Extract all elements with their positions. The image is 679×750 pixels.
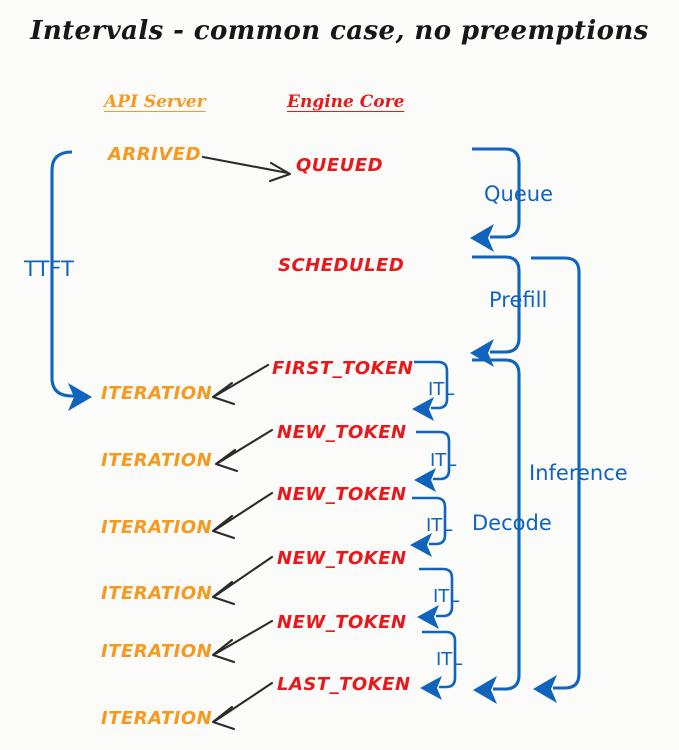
state-iteration-4: ITERATION bbox=[101, 583, 213, 604]
state-arrived: ARRIVED bbox=[108, 144, 202, 165]
state-iteration-5: ITERATION bbox=[101, 641, 213, 662]
arrow-new-token-to-iteration-4 bbox=[211, 619, 274, 664]
state-new-token-1: NEW_TOKEN bbox=[277, 422, 407, 443]
interval-label-itl-4: ITL bbox=[433, 586, 460, 607]
interval-label-inference: Inference bbox=[529, 461, 628, 485]
state-new-token-4: NEW_TOKEN bbox=[277, 612, 407, 633]
interval-label-ttft: TTFT bbox=[24, 257, 74, 281]
interval-label-prefill: Prefill bbox=[489, 288, 548, 312]
state-iteration-2: ITERATION bbox=[101, 450, 213, 471]
interval-label-queue: Queue bbox=[484, 182, 553, 206]
state-first-token: FIRST_TOKEN bbox=[272, 358, 414, 379]
arrow-new-token-to-iteration-2 bbox=[211, 491, 274, 540]
bracket-ttft bbox=[50, 150, 92, 411]
bracket-prefill bbox=[470, 255, 521, 367]
arrow-new-token-to-iteration-1 bbox=[214, 428, 274, 473]
column-header-api-server: API Server bbox=[104, 92, 206, 112]
interval-label-itl-5: ITL bbox=[436, 649, 463, 670]
arrow-new-token-to-iteration-3 bbox=[211, 555, 274, 606]
state-iteration-6: ITERATION bbox=[101, 708, 213, 729]
arrow-last-token-to-iteration bbox=[211, 681, 274, 731]
state-scheduled: SCHEDULED bbox=[278, 255, 405, 276]
interval-label-itl-2: ITL bbox=[430, 450, 457, 471]
state-queued: QUEUED bbox=[296, 155, 384, 176]
interval-label-itl-3: ITL bbox=[426, 515, 453, 536]
arrow-arrived-to-queued bbox=[201, 155, 292, 183]
state-new-token-3: NEW_TOKEN bbox=[277, 548, 407, 569]
arrow-first-token-to-iteration bbox=[211, 363, 270, 406]
state-iteration-1: ITERATION bbox=[101, 383, 213, 404]
column-header-engine-core: Engine Core bbox=[287, 92, 405, 112]
state-iteration-3: ITERATION bbox=[101, 517, 213, 538]
interval-label-decode: Decode bbox=[472, 511, 552, 535]
interval-label-itl-1: ITL bbox=[428, 379, 455, 400]
diagram-title: Intervals - common case, no preemptions bbox=[30, 16, 649, 46]
state-new-token-2: NEW_TOKEN bbox=[277, 484, 407, 505]
state-last-token: LAST_TOKEN bbox=[277, 674, 411, 695]
